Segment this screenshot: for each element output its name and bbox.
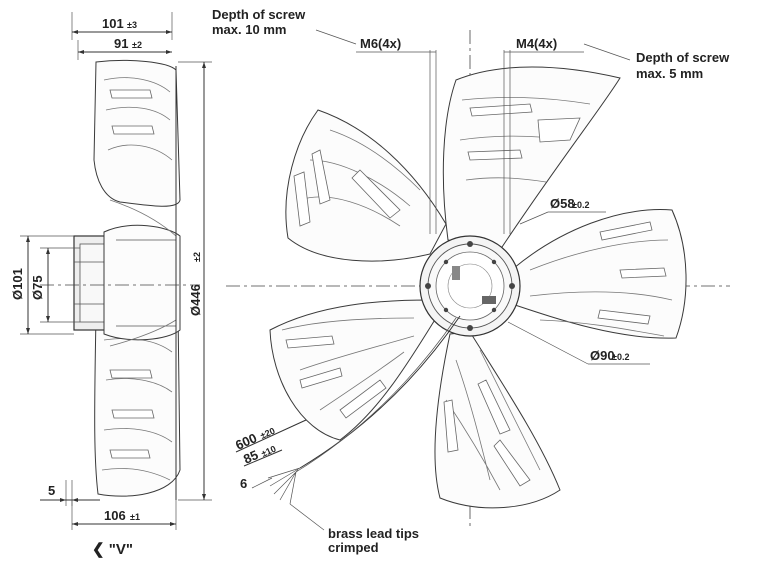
dim-diameter-101: Ø101 [10,268,25,300]
fan-blade-bottom [434,331,561,509]
side-view: 101 ±3 91 ±2 Ø101 [10,12,212,558]
dim-lead-6: 6 [240,476,247,491]
dim-d58: Ø58 [550,196,575,211]
dim-lead-85-tol: ±10 [260,444,278,459]
dim-d58-tol: ±0.2 [572,200,589,210]
label-screw-right-1: Depth of screw [636,50,730,65]
fan-blade-upper-left [285,109,447,262]
screw-hole-icon [467,241,473,247]
fan-blade-lower-left [269,299,437,441]
dim-lead-600-tol: ±20 [259,426,277,441]
view-v-marker: ❮ "V" [92,541,133,558]
front-view: Depth of screw max. 10 mm M6(4x) M4(4x) … [212,7,730,555]
fan-blade-top [442,66,621,251]
dim-width-total-tol: ±3 [127,20,137,30]
label-lead-tips-2: crimped [328,540,379,555]
dim-diameter-outer: Ø446 [188,284,203,316]
dim-bottom-width: 106 [104,508,126,523]
dim-diameter-75: Ø75 [30,275,45,300]
label-screw-left-1: Depth of screw [212,7,306,22]
dim-diameter-outer-tol: ±2 [192,252,202,262]
label-thread-m6: M6(4x) [360,36,401,51]
connector-box [482,296,496,304]
dim-width-inner-tol: ±2 [132,40,142,50]
fan-blade-right [511,209,687,339]
dim-d90-tol: ±0.2 [612,352,629,362]
dim-bottom-width-tol: ±1 [130,512,140,522]
screw-hole-icon [425,283,431,289]
dim-offset-5: 5 [48,483,55,498]
dim-lead-85: 85 [241,447,260,467]
label-screw-right-2: max. 5 mm [636,66,703,81]
label-thread-m4: M4(4x) [516,36,557,51]
label-lead-tips-1: brass lead tips [328,526,419,541]
dim-width-inner: 91 [114,36,128,51]
cable-lead [299,315,461,469]
dim-width-total: 101 [102,16,124,31]
dim-d90: Ø90 [590,348,615,363]
screw-hole-icon [509,283,515,289]
screw-hole-icon [467,325,473,331]
label-screw-left-2: max. 10 mm [212,22,286,37]
